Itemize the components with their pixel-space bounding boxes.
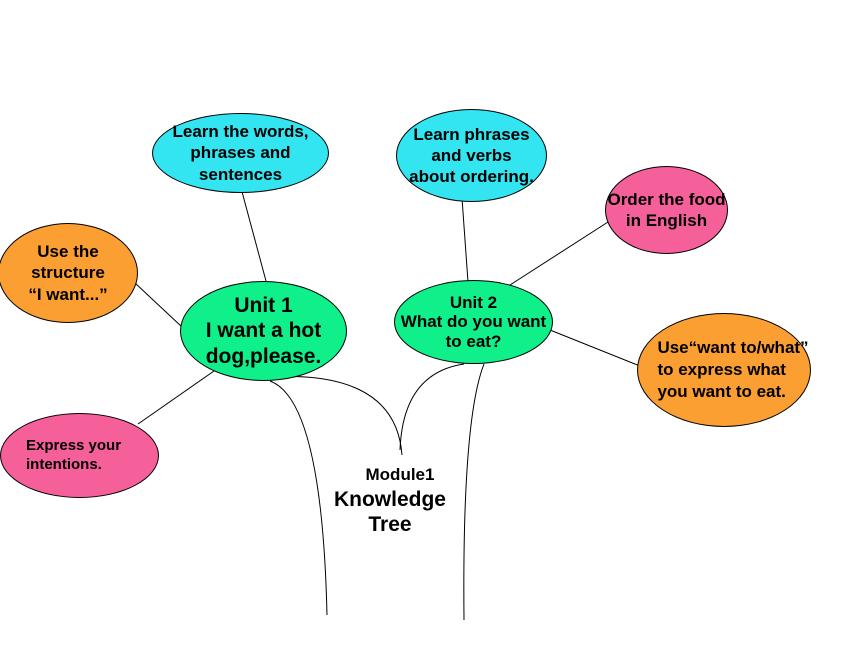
node-learn-words: Learn the words, phrases and sentences (152, 113, 329, 193)
connector-unit2-use-want-to (549, 329, 641, 367)
connector-unit1-use-structure (134, 282, 183, 328)
connector-unit1-express-intentions (137, 370, 215, 425)
node-learn-words-label: Learn the words, phrases and sentences (172, 122, 309, 184)
connector-unit2-order-food (509, 221, 609, 286)
knowledge-tree-title: Knowledge Tree (333, 488, 446, 537)
node-unit1: Unit 1 I want a hot dog,please. (180, 281, 347, 381)
branch-unit2 (399, 363, 465, 451)
connector-unit2-learn-phrases (461, 197, 469, 283)
node-unit1-label: Unit 1 I want a hot dog,please. (205, 294, 322, 368)
node-learn-phrases: Learn phrases and verbs about ordering. (396, 109, 547, 202)
node-express-intentions-label: Express your intentions. (26, 436, 122, 473)
trunk-left (269, 380, 328, 616)
branch-unit1 (243, 375, 403, 456)
node-use-structure-label: Use the structure “I want...” (28, 242, 108, 304)
node-use-want-to: Use“want to/what” to express what you wa… (637, 313, 811, 427)
trunk-right (463, 363, 485, 621)
node-use-structure: Use the structure “I want...” (0, 223, 138, 323)
node-express-intentions: Express your intentions. (0, 413, 159, 498)
module-label: Module1 (365, 465, 435, 484)
node-order-food: Order the food in English (605, 166, 728, 254)
node-unit2-label: Unit 2 What do you want to eat? (400, 292, 547, 351)
connector-unit1-learn-words (240, 187, 267, 282)
node-use-want-to-label: Use“want to/what” to express what you wa… (657, 337, 809, 402)
node-order-food-label: Order the food in English (607, 189, 726, 230)
node-learn-phrases-label: Learn phrases and verbs about ordering. (409, 124, 534, 187)
node-unit2: Unit 2 What do you want to eat? (394, 280, 553, 364)
